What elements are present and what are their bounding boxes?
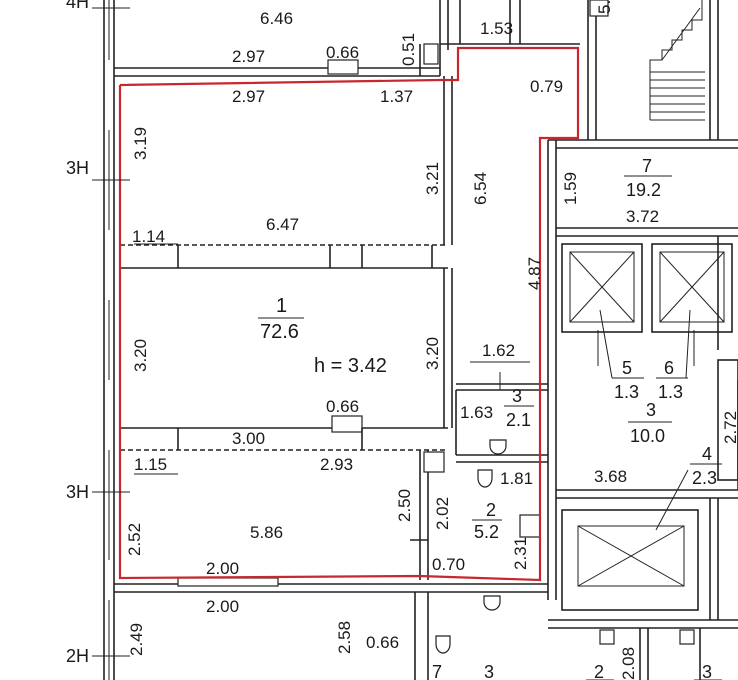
room-labels: 1 72.6 h = 3.42 2 5.2 3 2.1 3 10.0 4 2.3…: [258, 156, 722, 680]
dim-label: 1.15: [134, 455, 167, 474]
dim-label: 0.66: [366, 633, 399, 652]
dim-label: 5.: [595, 0, 614, 14]
sanitary-fixtures: [435, 439, 695, 654]
axis-3n-lower: 3Н: [66, 482, 89, 502]
dim-label: 3.20: [131, 339, 150, 372]
dim-label: 2.02: [433, 497, 452, 530]
axis-markers: 4Н 3Н 3Н 2Н: [66, 0, 130, 666]
room-7b-number: 7: [432, 662, 442, 680]
dim-label: 0.51: [399, 33, 418, 66]
elevator-shafts: [561, 243, 738, 611]
dim-label: 1.37: [380, 87, 413, 106]
dim-label: 2.97: [232, 47, 265, 66]
dim-label: 0.79: [530, 77, 563, 96]
room-1-number: 1: [276, 295, 287, 317]
dim-label: 6.47: [266, 215, 299, 234]
dim-label: 2.72: [721, 411, 738, 444]
dim-label: 4.87: [525, 257, 544, 290]
dim-label: 3.68: [594, 467, 627, 486]
dim-label: 6.54: [471, 172, 490, 205]
dim-label: 2.49: [127, 623, 146, 656]
dim-label: 3.19: [131, 127, 150, 160]
dim-label: 2.97: [232, 87, 265, 106]
dim-label: 3.72: [626, 207, 659, 226]
dim-label: 2.58: [335, 621, 354, 654]
dimension-labels: 6.46 2.97 0.66 0.51 1.53 5. 2.97 1.37 0.…: [125, 0, 738, 680]
room-2-area: 5.2: [474, 522, 499, 542]
room-6-number: 6: [664, 358, 674, 378]
dim-label: 0.66: [326, 397, 359, 416]
dim-label: 0.66: [326, 43, 359, 62]
room-4-area: 2.3: [692, 468, 717, 488]
dim-label: 5.86: [250, 523, 283, 542]
axis-2n: 2Н: [66, 646, 89, 666]
dim-label: 1.62: [482, 341, 515, 360]
room-7-area: 19.2: [626, 180, 661, 200]
room-4-number: 4: [702, 444, 712, 464]
dim-label: 2.00: [206, 597, 239, 616]
dim-label: 6.46: [260, 9, 293, 28]
apartment-outline: [118, 46, 580, 582]
walls: [103, 0, 738, 680]
room-3a-number: 3: [512, 386, 522, 406]
dim-label: 3.00: [232, 429, 265, 448]
room-1-height: h = 3.42: [314, 355, 387, 377]
room-3c-number: 3: [484, 662, 494, 680]
axis-4n: 4Н: [66, 0, 89, 12]
dim-label: 2.50: [395, 489, 414, 522]
axis-3n-upper: 3Н: [66, 158, 89, 178]
room-3b-number: 3: [646, 400, 656, 420]
dimension-lines: [134, 243, 695, 475]
dim-label: 0.70: [432, 555, 465, 574]
room-6-area: 1.3: [658, 382, 683, 402]
dim-label: 1.59: [561, 172, 580, 205]
dim-label: 2.52: [125, 523, 144, 556]
room-5-area: 1.3: [614, 382, 639, 402]
dim-label: 3.21: [423, 162, 442, 195]
dim-label: 2.93: [320, 455, 353, 474]
dim-label: 1.53: [480, 19, 513, 38]
dim-label: 2.08: [619, 647, 638, 680]
dim-label: 1.14: [132, 227, 165, 246]
room-3b-area: 10.0: [630, 426, 665, 446]
room-3d-number: 3: [702, 662, 712, 680]
room-3a-area: 2.1: [506, 410, 531, 430]
room-2b-number: 2: [594, 662, 604, 680]
dim-label: 1.63: [460, 403, 493, 422]
room-1-area: 72.6: [260, 321, 299, 343]
dim-label: 1.81: [500, 469, 533, 488]
dim-label: 3.20: [423, 337, 442, 370]
room-5-number: 5: [622, 358, 632, 378]
room-7-number: 7: [642, 156, 652, 176]
dim-label: 2.31: [511, 537, 530, 570]
stairs: [649, 0, 705, 121]
room-2-number: 2: [486, 500, 496, 520]
dim-label: 2.00: [206, 559, 239, 578]
